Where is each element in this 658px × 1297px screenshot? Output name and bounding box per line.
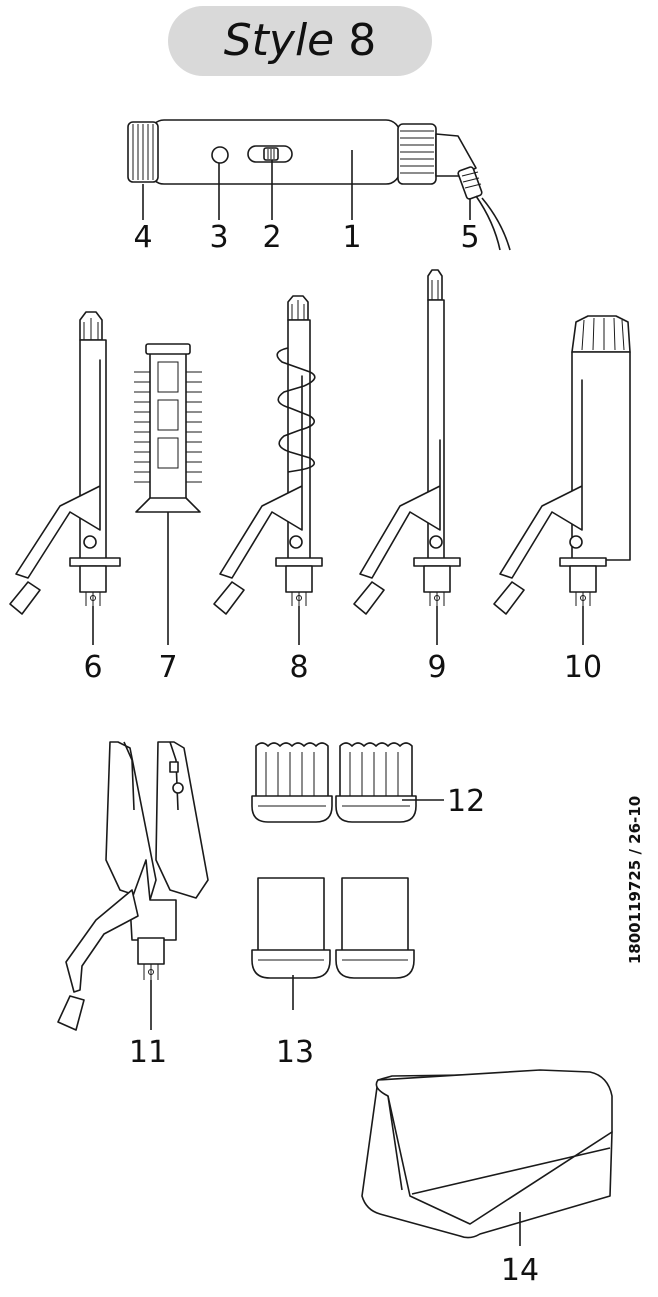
indicator-light [211, 146, 229, 164]
document-code: 1800119725 / 26-10 [626, 796, 644, 964]
crimper-attachment [57, 741, 209, 1031]
straightening-plates [251, 877, 415, 1010]
callout-14: 14 [501, 1253, 539, 1288]
curling-tong-thin [353, 269, 461, 645]
title-word: Style [223, 15, 335, 66]
callout-11: 11 [129, 1035, 167, 1070]
slide-switch [247, 145, 293, 163]
brush-attachment [134, 343, 202, 645]
storage-pouch [361, 1069, 613, 1246]
curling-tong-wide [493, 315, 631, 645]
page-title: Style 8 [168, 15, 432, 67]
cord-strain-relief [457, 166, 483, 200]
crimping-plates [251, 742, 444, 823]
callout-3: 3 [209, 220, 228, 255]
callout-10: 10 [564, 650, 602, 685]
curling-tong-small [9, 311, 121, 645]
title-number: 8 [348, 15, 377, 66]
callout-12: 12 [447, 784, 485, 819]
callout-13: 13 [276, 1035, 314, 1070]
callout-1: 1 [342, 220, 361, 255]
callout-4: 4 [133, 220, 152, 255]
callout-7: 7 [158, 650, 177, 685]
rear-grip-ring [127, 121, 159, 183]
callout-6: 6 [83, 650, 102, 685]
spiral-curling-tong [213, 295, 323, 645]
power-cord [481, 197, 511, 251]
title-badge: Style 8 [168, 6, 432, 76]
callout-8: 8 [289, 650, 308, 685]
callout-5: 5 [460, 220, 479, 255]
callout-2: 2 [262, 220, 281, 255]
callout-9: 9 [427, 650, 446, 685]
styler-handle [127, 119, 511, 251]
front-grip-ring [397, 123, 437, 185]
